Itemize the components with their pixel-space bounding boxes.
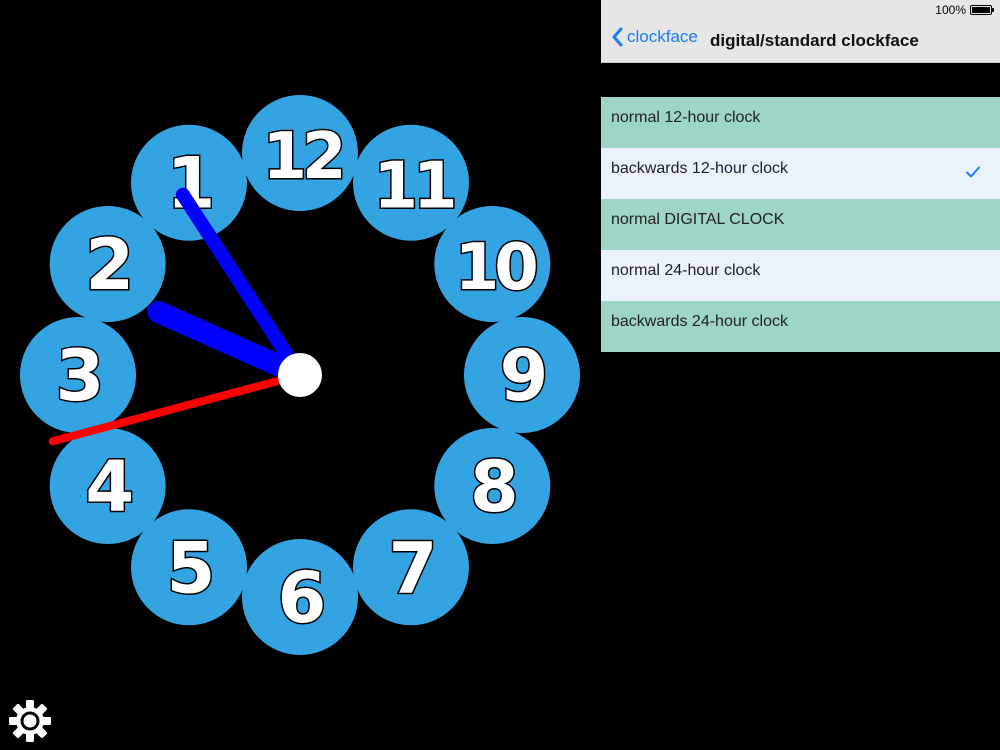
option-label: backwards 24-hour clock: [611, 313, 788, 330]
page-title: digital/standard clockface: [710, 31, 919, 50]
option-row[interactable]: normal DIGITAL CLOCK: [601, 199, 1000, 250]
clock-numeral: 10: [455, 231, 537, 305]
numeral-circle: [434, 428, 551, 544]
battery-percentage: 100%: [935, 3, 966, 17]
hour-hand: [147, 301, 311, 386]
numeral-circle: [49, 428, 166, 544]
back-button-label: clockface: [627, 27, 698, 46]
clock-hands: [48, 187, 322, 446]
option-label: normal 24-hour clock: [611, 262, 761, 279]
numeral-circle: [49, 206, 166, 322]
gear-icon: [9, 700, 51, 742]
clock-numeral: 9: [500, 335, 549, 417]
option-label: backwards 12-hour clock: [611, 160, 788, 177]
clock-numeral: 11: [373, 150, 454, 224]
back-button[interactable]: clockface: [611, 27, 698, 47]
clockface-option-list: normal 12-hour clock backwards 12-hour cl…: [601, 97, 1000, 352]
clock-hub: [278, 353, 322, 397]
option-label: normal 12-hour clock: [611, 109, 761, 126]
option-row[interactable]: normal 24-hour clock: [601, 250, 1000, 301]
clock-numeral: 3: [56, 335, 105, 417]
clock-numeral: 4: [85, 446, 134, 528]
option-label: normal DIGITAL CLOCK: [611, 211, 785, 228]
battery-icon: [970, 5, 994, 15]
navigation-bar: 100% clockface digital/standard clockfac…: [601, 0, 1000, 63]
checkmark-icon: [966, 166, 980, 178]
clock-numeral: 8: [470, 446, 519, 528]
numeral-circle: [353, 509, 469, 626]
clock-numeral: 12: [262, 120, 341, 194]
second-hand: [48, 371, 304, 446]
clock-numeral: 2: [85, 224, 134, 306]
option-row[interactable]: normal 12-hour clock: [601, 97, 1000, 148]
settings-button[interactable]: [6, 697, 54, 745]
clock-numeral: 6: [278, 557, 327, 639]
numeral-circle: [242, 95, 358, 211]
numeral-circle: [20, 317, 136, 433]
option-row[interactable]: backwards 12-hour clock: [601, 148, 1000, 199]
clock-numeral: 5: [167, 527, 216, 609]
chevron-left-icon: [612, 27, 623, 47]
settings-panel: 100% clockface digital/standard clockfac…: [601, 0, 1000, 352]
numeral-circle: [242, 539, 358, 655]
numeral-circle: [131, 509, 247, 626]
clock-numeral: 7: [389, 527, 438, 609]
option-row[interactable]: backwards 24-hour clock: [601, 301, 1000, 352]
numeral-circle: [131, 124, 247, 241]
numeral-circle: [434, 206, 551, 322]
battery-level-fill: [972, 7, 990, 13]
minute-hand: [175, 187, 307, 382]
numeral-circle: [353, 124, 469, 241]
numeral-circle: [464, 317, 580, 433]
battery-status: 100%: [935, 3, 994, 17]
